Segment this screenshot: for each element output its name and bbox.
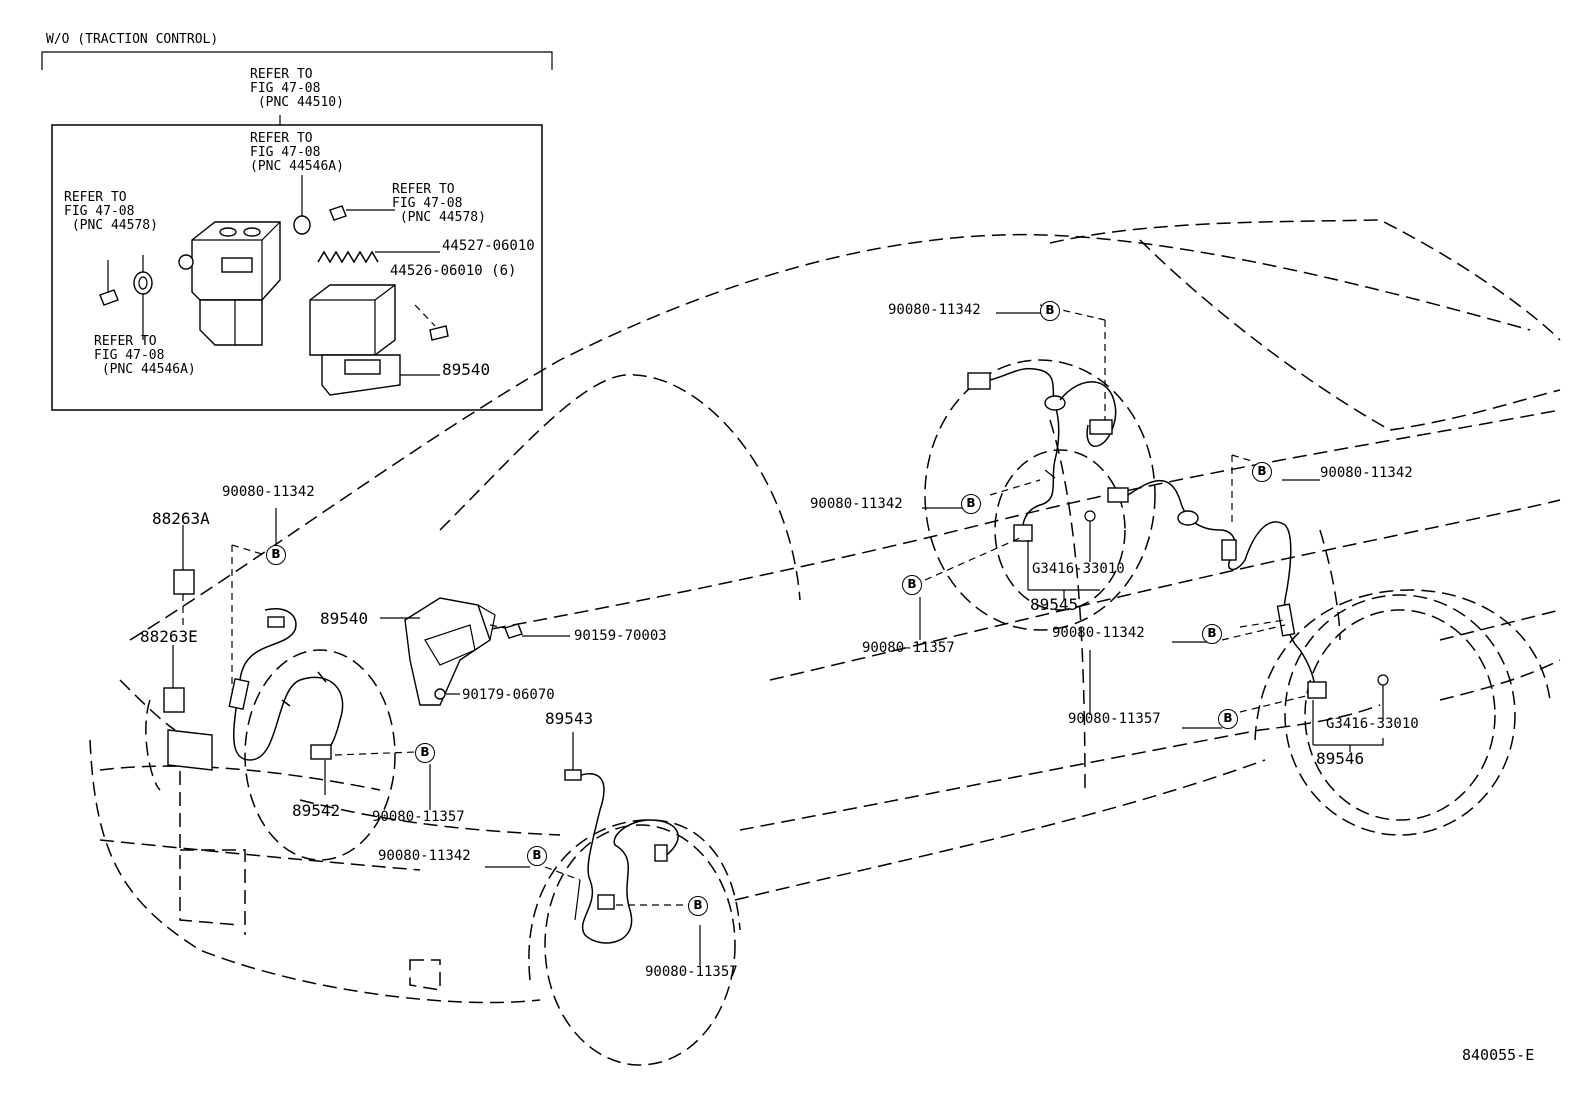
marker-b: B — [902, 575, 922, 595]
part-89540-main: 89540 — [320, 609, 369, 628]
title-bracket — [41, 51, 553, 70]
part-90080-11342-lower: 90080-11342 — [378, 848, 471, 864]
ecu-bracket-drawing — [380, 597, 570, 706]
marker-b: B — [1202, 624, 1222, 644]
marker-b: B — [1040, 301, 1060, 321]
car-outline — [89, 219, 1561, 1004]
wheel-discs — [244, 359, 1516, 1066]
part-89546: 89546 — [1316, 749, 1365, 768]
marker-b: B — [1252, 462, 1272, 482]
part-g3416-33010-right: G3416-33010 — [1326, 716, 1419, 732]
front-left-sensor-harness — [228, 544, 416, 795]
refer-note-pnc-44578-right: REFER TO FIG 47-08 (PNC 44578) — [392, 182, 486, 225]
part-90080-11357-rear-right: 90080-11357 — [1068, 711, 1161, 727]
part-90080-11357-front-left: 90080-11357 — [372, 809, 465, 825]
part-90179-06070: 90179-06070 — [462, 687, 555, 703]
part-90159-70003: 90159-70003 — [574, 628, 667, 644]
marker-b: B — [266, 545, 286, 565]
marker-b: B — [527, 846, 547, 866]
part-44526-06010: 44526-06010 (6) — [390, 263, 517, 279]
part-90080-11357-rear-left: 90080-11357 — [862, 640, 955, 656]
part-90080-11357-front-right: 90080-11357 — [645, 964, 738, 980]
marker-b: B — [1218, 709, 1238, 729]
part-g3416-33010-left: G3416-33010 — [1032, 561, 1125, 577]
refer-note-pnc-44546a-lower: REFER TO FIG 47-08 (PNC 44546A) — [94, 334, 196, 377]
part-88263e: 88263E — [140, 627, 198, 646]
abs-actuator-drawing — [178, 221, 281, 346]
part-90080-11342-rear-lower: 90080-11342 — [1052, 625, 1145, 641]
front-right-sensor-harness — [564, 732, 690, 944]
relays-drawing — [163, 525, 213, 771]
part-90080-11342-rear-mid: 90080-11342 — [810, 496, 903, 512]
part-88263a: 88263A — [152, 509, 210, 528]
rear-left-sensor-harness — [924, 304, 1117, 600]
inset-box — [51, 115, 543, 411]
marker-b: B — [961, 494, 981, 514]
part-90080-11342-rear-right: 90080-11342 — [1320, 465, 1413, 481]
part-89543: 89543 — [545, 709, 594, 728]
refer-note-pnc-44546a-upper: REFER TO FIG 47-08 (PNC 44546A) — [250, 131, 344, 174]
diagram-title: W/O (TRACTION CONTROL) — [46, 32, 219, 47]
ecu-inset-drawing — [309, 284, 440, 396]
refer-note-pnc-44578-left: REFER TO FIG 47-08 (PNC 44578) — [64, 190, 158, 233]
marker-b: B — [688, 896, 708, 916]
inset-small-parts — [99, 175, 449, 341]
figure-code: 840055-E — [1462, 1046, 1535, 1064]
rear-right-sensor-harness — [1107, 454, 1389, 752]
part-90080-11342-rear-top: 90080-11342 — [888, 302, 981, 318]
part-44527-06010: 44527-06010 — [442, 238, 535, 254]
part-89540-inset: 89540 — [442, 360, 491, 379]
part-89545: 89545 — [1030, 595, 1079, 614]
part-90080-11342-front: 90080-11342 — [222, 484, 315, 500]
marker-b: B — [415, 743, 435, 763]
part-89542: 89542 — [292, 801, 341, 820]
refer-note-pnc-44510: REFER TO FIG 47-08 (PNC 44510) — [250, 67, 344, 110]
